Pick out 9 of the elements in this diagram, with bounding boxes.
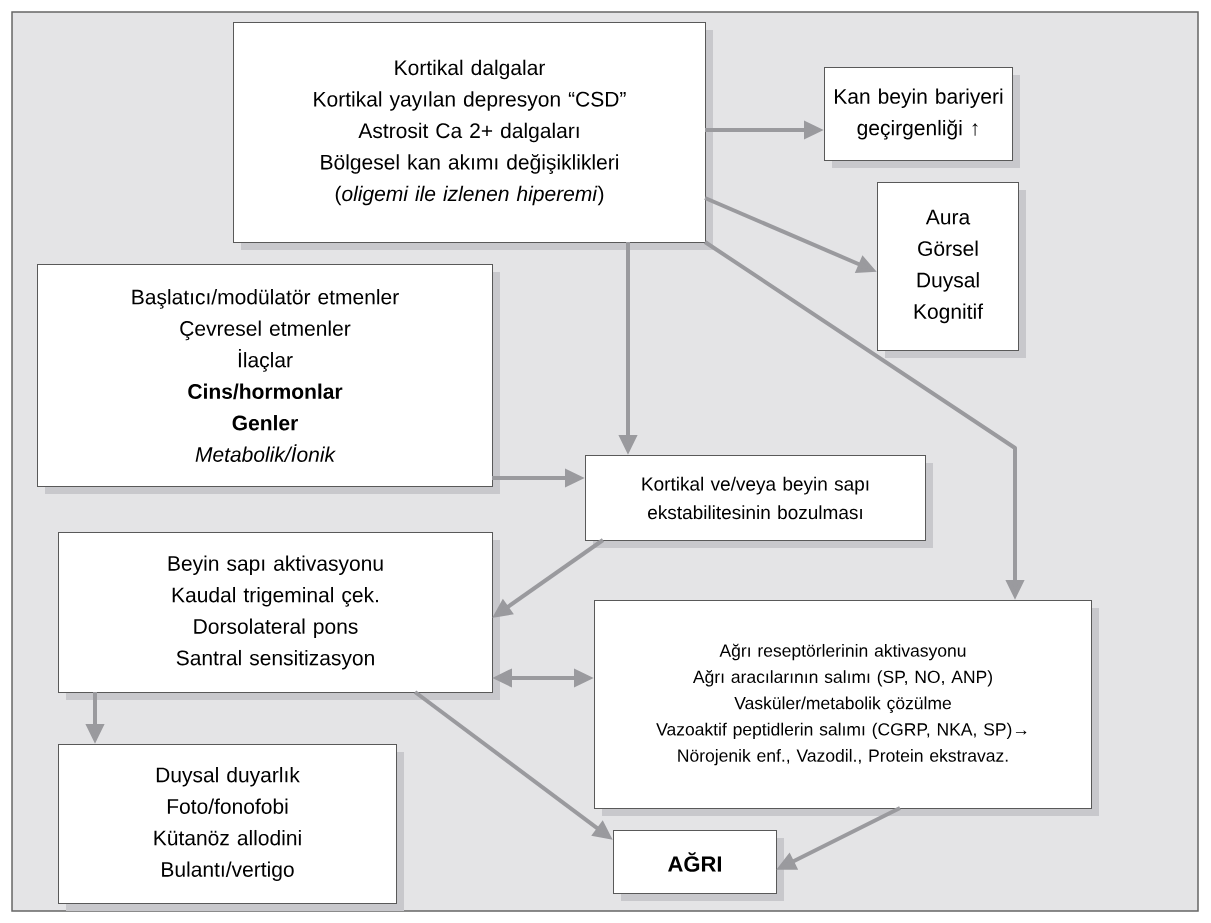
text-box: Aura Görsel Duysal Kognitif xyxy=(877,182,1026,358)
text-box: Beyin sapı aktivasyonu Kaudal trigeminal çek. Dorsolateral pons Santral sensitizasyon xyxy=(58,532,500,700)
text-box: Kan beyin bariyeri geçirgenliği ↑ xyxy=(824,67,1020,168)
text-box: Duysal duyarlık Foto/fonofobi Kütanöz allodini Bulantı/vertigo xyxy=(58,744,404,911)
text-box: Ağrı reseptörlerinin aktivasyonu Ağrı aracılarının salımı (SP, NO, ANP) Vasküler/metabolik çözülme Vazoaktif peptidlerin salımı (CGRP, NKA, SP)→ Nörojenik enf., Vazodil., Protein ekstravaz. xyxy=(594,600,1099,816)
text-box: Kortikal dalgalar Kortikal yayılan depresyon “CSD” Astrosit Ca 2+ dalgaları Bölgesel kan akımı değişiklikleri (oligemi ile izlenen hiperemi) xyxy=(233,22,713,250)
text-box: Başlatıcı/modülatör etmenler Çevresel etmenler İlaçlar Cins/hormonlar Genler Metabolik/İonik xyxy=(37,264,500,494)
text-box: Kortikal ve/veya beyin sapı ekstabilitesinin bozulması xyxy=(585,455,933,548)
text-box: AĞRI xyxy=(613,830,784,901)
